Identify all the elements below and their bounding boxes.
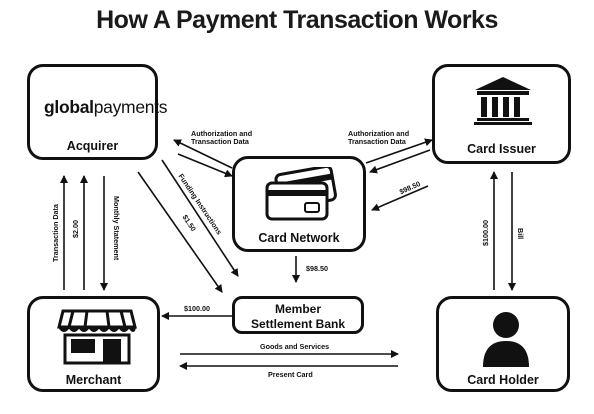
label-present-card: Present Card xyxy=(268,370,313,379)
arrow-acquirer-to-bank-b xyxy=(137,171,223,293)
label-issuer-holder-bill: Bill xyxy=(516,228,525,240)
acquirer-label: Acquirer xyxy=(66,139,119,153)
card-holder-node: Card Holder xyxy=(436,296,570,392)
card-network-node: Card Network xyxy=(232,156,366,252)
arrow-network-to-issuer xyxy=(365,138,433,164)
acquirer-node: globalpayments Acquirer xyxy=(27,64,168,160)
page-title: How A Payment Transaction Works xyxy=(96,6,498,34)
card-holder-label: Card Holder xyxy=(467,373,539,387)
member-bank-label-line1: Member xyxy=(274,302,321,316)
arrow-acquirer-to-bank-a xyxy=(161,159,239,277)
arrow-issuer-to-network xyxy=(369,149,431,174)
merchant-node: Merchant xyxy=(27,296,160,392)
card-issuer-label: Card Issuer xyxy=(467,142,536,156)
bank-building-icon xyxy=(474,77,532,125)
member-settlement-bank-node: Member Settlement Bank xyxy=(232,296,364,334)
label-bank-merchant-amount: $100.00 xyxy=(184,304,210,313)
label-acquirer-merchant-statement: Monthly Statement xyxy=(112,196,121,261)
arrow-network-to-acquirer xyxy=(173,139,233,169)
label-goods-services: Goods and Services xyxy=(260,342,330,351)
label-merchant-acquirer-data: Transaction Data xyxy=(51,204,60,262)
label-holder-issuer-amount: $100.00 xyxy=(481,220,490,246)
arrow-issuer-to-network-funds xyxy=(371,185,429,211)
label-acquirer-network-auth: Authorization and Transaction Data xyxy=(191,129,253,146)
card-issuer-node: Card Issuer xyxy=(432,64,571,164)
person-icon xyxy=(483,312,529,367)
label-issuer-network-auth: Authorization and Transaction Data xyxy=(348,129,410,146)
label-network-bank-amount: $98.50 xyxy=(306,264,328,273)
arrow-acquirer-to-network xyxy=(177,153,233,178)
member-bank-label-line2: Settlement Bank xyxy=(250,317,346,331)
globalpayments-logo: globalpayments xyxy=(44,97,168,117)
merchant-label: Merchant xyxy=(65,373,122,387)
credit-cards-icon xyxy=(265,167,337,221)
label-merchant-acquirer-amount: $2.00 xyxy=(71,220,80,238)
card-network-label: Card Network xyxy=(258,231,340,245)
storefront-icon xyxy=(57,309,137,365)
